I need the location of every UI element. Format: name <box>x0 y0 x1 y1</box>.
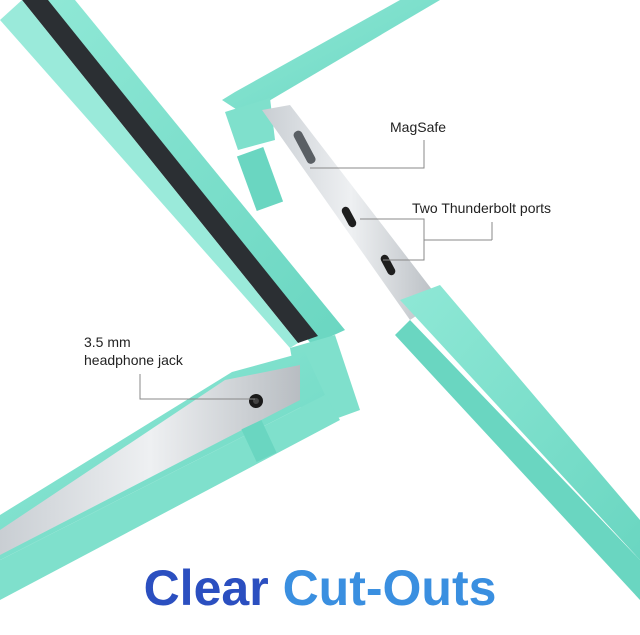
headphone-label: 3.5 mm headphone jack <box>84 333 183 369</box>
right-laptop <box>222 0 640 600</box>
left-base-metal <box>0 365 300 555</box>
magsafe-port <box>293 130 316 164</box>
left-lid-screen-edge <box>22 0 318 343</box>
headline-word-cutouts: Cut-Outs <box>282 560 497 616</box>
left-laptop <box>0 0 360 600</box>
headline-word-clear: Clear <box>143 560 269 616</box>
right-hinge <box>225 98 275 150</box>
callout-lines <box>139 140 493 400</box>
magsafe-label: MagSafe <box>390 119 447 135</box>
right-base-case <box>400 285 640 560</box>
headphone-label-line2: headphone jack <box>84 352 183 368</box>
magsafe-line <box>310 140 425 169</box>
right-lid-case <box>222 0 440 115</box>
headphone-label-line1: 3.5 mm <box>84 334 131 350</box>
headline: Clear Cut-Outs <box>0 558 640 618</box>
thunderbolt-port-1 <box>341 206 357 228</box>
headphone-line <box>139 374 255 400</box>
thunderbolt-label: Two Thunderbolt ports <box>412 200 552 216</box>
